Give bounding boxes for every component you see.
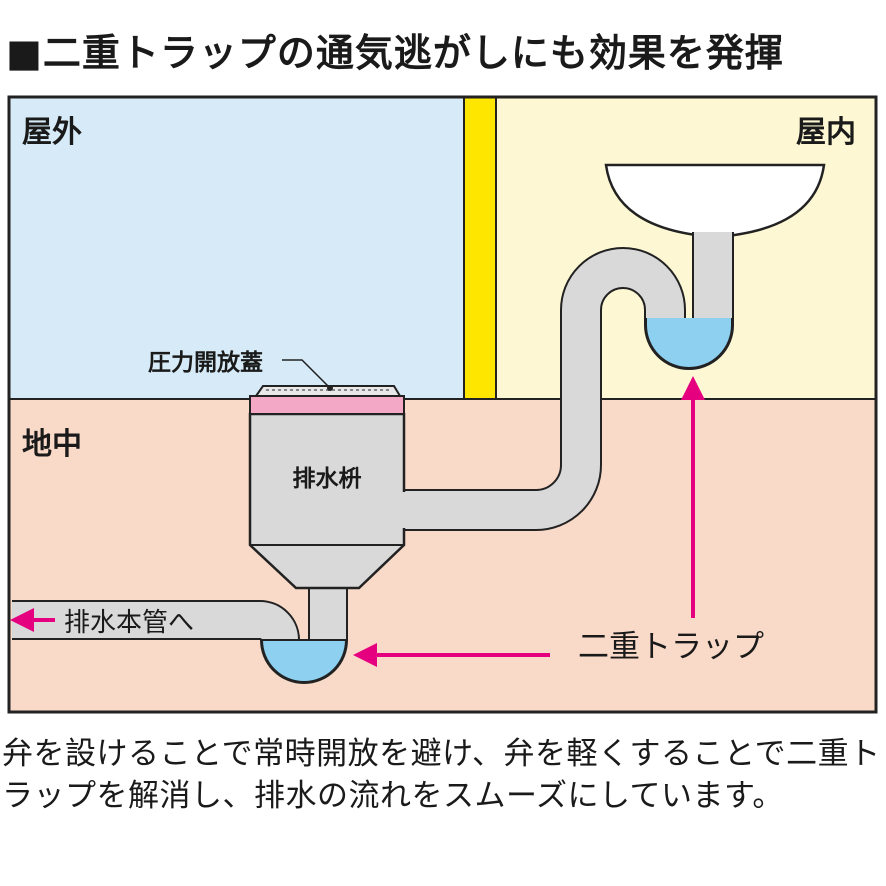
outdoor-area — [9, 97, 464, 399]
lid-leader-line — [282, 359, 331, 389]
indoor-trap-water — [646, 318, 732, 368]
underground-area — [9, 399, 876, 712]
caption-text: 弁を設けることで常時開放を避け、弁を軽くすることで二重トラップを解消し、排水の流… — [2, 736, 881, 814]
indoor-trap-water-edge — [645, 318, 733, 369]
label-indoor: 屋内 — [796, 115, 856, 150]
label-pressure-lid: 圧力開放蓋 — [148, 349, 263, 376]
main-trap-water — [260, 639, 348, 683]
pressure-release-lid — [249, 395, 405, 415]
label-double-trap: 二重トラップ — [578, 629, 764, 665]
label-outdoor: 屋外 — [22, 115, 82, 150]
basin-outlet-cover — [398, 492, 412, 528]
label-drain-basin: 排水枡 — [293, 466, 362, 492]
label-underground: 地中 — [22, 427, 82, 462]
diagram-frame — [7, 95, 878, 714]
lid-leader-dot — [327, 385, 333, 391]
house-wall — [463, 96, 497, 400]
page-title: ■二重トラップの通気逃がしにも効果を発揮 — [6, 31, 784, 75]
label-to-main-pipe: 排水本管へ — [64, 608, 194, 638]
drain-basin — [248, 412, 406, 590]
